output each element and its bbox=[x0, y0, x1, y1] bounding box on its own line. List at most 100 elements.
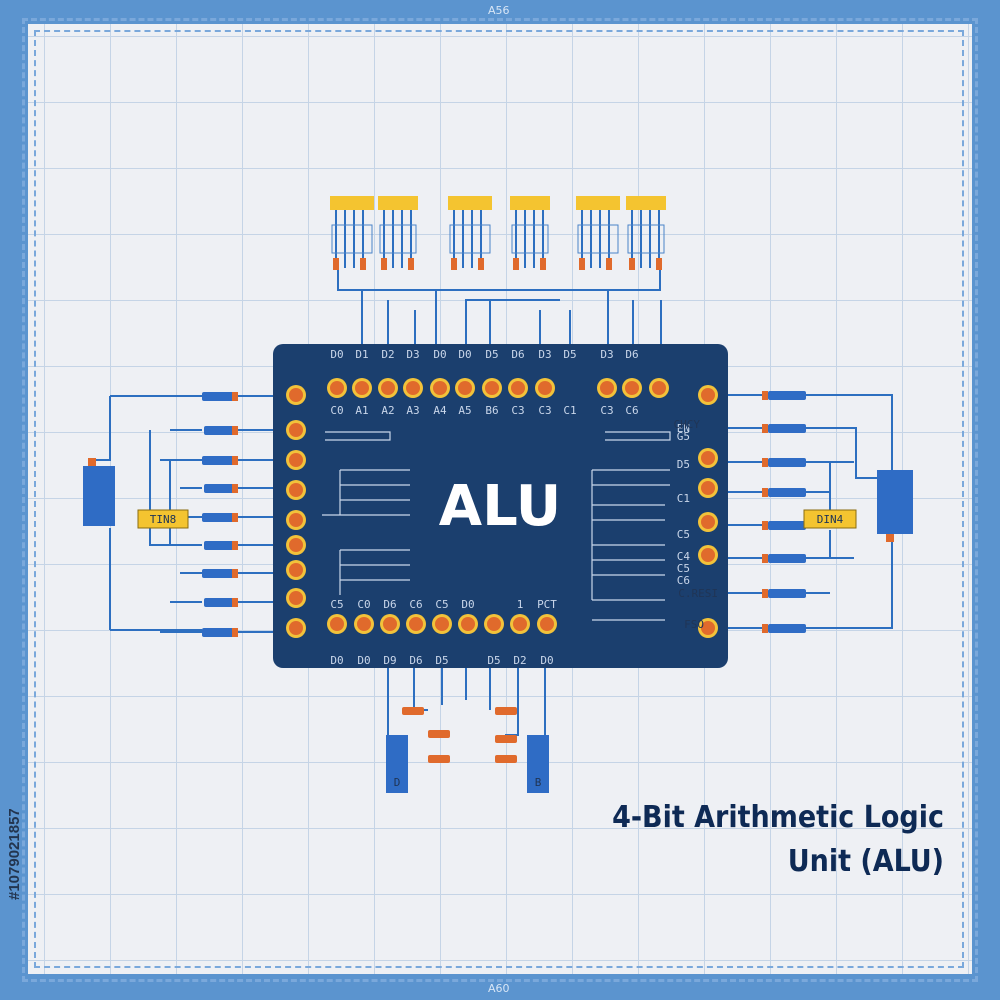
right-resistor bbox=[768, 624, 806, 633]
alu-chip-body bbox=[273, 344, 728, 668]
top-pack-foot bbox=[478, 258, 484, 270]
bottom-pad bbox=[330, 617, 344, 631]
top-pack-cap bbox=[510, 196, 550, 210]
bottom-inner-pin-label: 1 bbox=[517, 598, 524, 611]
wire-trace bbox=[337, 270, 661, 291]
bottom-resistor bbox=[428, 755, 450, 763]
left-resistor bbox=[202, 392, 236, 401]
bottom-pin-label: D9 bbox=[383, 654, 396, 667]
top-inner-pin-label: C3 bbox=[511, 404, 524, 417]
right-resistor-band bbox=[762, 391, 768, 400]
top-inner-pin-label: C1 bbox=[563, 404, 576, 417]
right-resistor bbox=[768, 458, 806, 467]
top-pack-foot bbox=[579, 258, 585, 270]
top-pack-foot bbox=[360, 258, 366, 270]
left-resistor bbox=[202, 456, 236, 465]
top-pack-foot bbox=[451, 258, 457, 270]
top-pin-label: D5 bbox=[563, 348, 576, 361]
bottom-pad bbox=[435, 617, 449, 631]
right-resistor-band bbox=[762, 488, 768, 497]
left-pad bbox=[289, 563, 303, 577]
top-pad bbox=[381, 381, 395, 395]
top-pin-label: D3 bbox=[538, 348, 551, 361]
right-pin-label: EN bbox=[677, 422, 690, 435]
right-resistor-band bbox=[762, 521, 768, 530]
right-resistor bbox=[768, 521, 806, 530]
top-pin-label: D1 bbox=[355, 348, 368, 361]
left-pad bbox=[289, 423, 303, 437]
top-pad bbox=[600, 381, 614, 395]
bottom-pin-label: D2 bbox=[513, 654, 526, 667]
bottom-resistor bbox=[428, 730, 450, 738]
top-pack-foot bbox=[656, 258, 662, 270]
top-pack-cap bbox=[330, 196, 374, 210]
bottom-pin-label: D5 bbox=[487, 654, 500, 667]
wire-trace bbox=[806, 394, 893, 470]
top-inner-pin-label: B6 bbox=[485, 404, 498, 417]
wire-trace bbox=[806, 535, 893, 629]
right-side-text: CHCY bbox=[674, 418, 701, 431]
left-pad bbox=[289, 453, 303, 467]
left-pad bbox=[289, 483, 303, 497]
top-pack-body bbox=[577, 224, 619, 254]
bottom-resistor bbox=[495, 707, 517, 715]
left-resistor bbox=[202, 513, 236, 522]
left-resistor-band bbox=[232, 426, 238, 435]
top-pack-body bbox=[449, 224, 491, 254]
right-ic bbox=[877, 470, 913, 534]
bottom-pad bbox=[383, 617, 397, 631]
top-pack-body bbox=[511, 224, 549, 254]
top-pin-label: D0 bbox=[458, 348, 471, 361]
left-resistor bbox=[202, 628, 236, 637]
bottom-pad bbox=[487, 617, 501, 631]
bottom-pin-label: D0 bbox=[540, 654, 553, 667]
top-pack-foot bbox=[629, 258, 635, 270]
bottom-pad bbox=[461, 617, 475, 631]
right-yellow-chip bbox=[803, 509, 857, 529]
top-pack-foot bbox=[540, 258, 546, 270]
top-pack-cap bbox=[576, 196, 620, 210]
top-pad bbox=[625, 381, 639, 395]
top-pad bbox=[511, 381, 525, 395]
bottom-pin-label: D5 bbox=[435, 654, 448, 667]
bottom-pin-label: D0 bbox=[330, 654, 343, 667]
top-pad bbox=[458, 381, 472, 395]
chip-trace bbox=[325, 431, 391, 441]
bottom-pad bbox=[540, 617, 554, 631]
left-pad bbox=[289, 591, 303, 605]
top-pad bbox=[355, 381, 369, 395]
right-resistor bbox=[768, 589, 806, 598]
bottom-pad bbox=[513, 617, 527, 631]
left-resistor bbox=[204, 484, 238, 493]
right-resistor bbox=[768, 488, 806, 497]
bottom-inner-pin-label: C0 bbox=[357, 598, 370, 611]
left-yellow-chip bbox=[137, 509, 189, 529]
top-pad bbox=[406, 381, 420, 395]
top-inner-pin-label: A4 bbox=[433, 404, 447, 417]
left-resistor bbox=[204, 598, 238, 607]
top-pad bbox=[330, 381, 344, 395]
top-pin-label: D6 bbox=[511, 348, 524, 361]
left-resistor-band bbox=[232, 456, 238, 465]
right-resistor-band bbox=[762, 589, 768, 598]
left-pad bbox=[289, 621, 303, 635]
bottom-ic-label: D bbox=[394, 776, 401, 789]
top-pack-body bbox=[627, 224, 665, 254]
right-resistor-band bbox=[762, 424, 768, 433]
top-pack-foot bbox=[513, 258, 519, 270]
chip-title: ALU bbox=[439, 474, 562, 539]
left-pad bbox=[289, 538, 303, 552]
right-side-text: FSO bbox=[684, 618, 704, 631]
left-ic bbox=[83, 466, 115, 526]
top-inner-pin-label: A5 bbox=[458, 404, 471, 417]
top-pin-label: D0 bbox=[330, 348, 343, 361]
top-inner-pin-label: C3 bbox=[538, 404, 551, 417]
top-pin-label: D3 bbox=[600, 348, 613, 361]
wire-trace bbox=[505, 668, 519, 736]
right-pin-label: C5 bbox=[677, 562, 690, 575]
top-pack-foot bbox=[333, 258, 339, 270]
bottom-pin-label: D0 bbox=[357, 654, 370, 667]
left-resistor-band bbox=[232, 392, 238, 401]
